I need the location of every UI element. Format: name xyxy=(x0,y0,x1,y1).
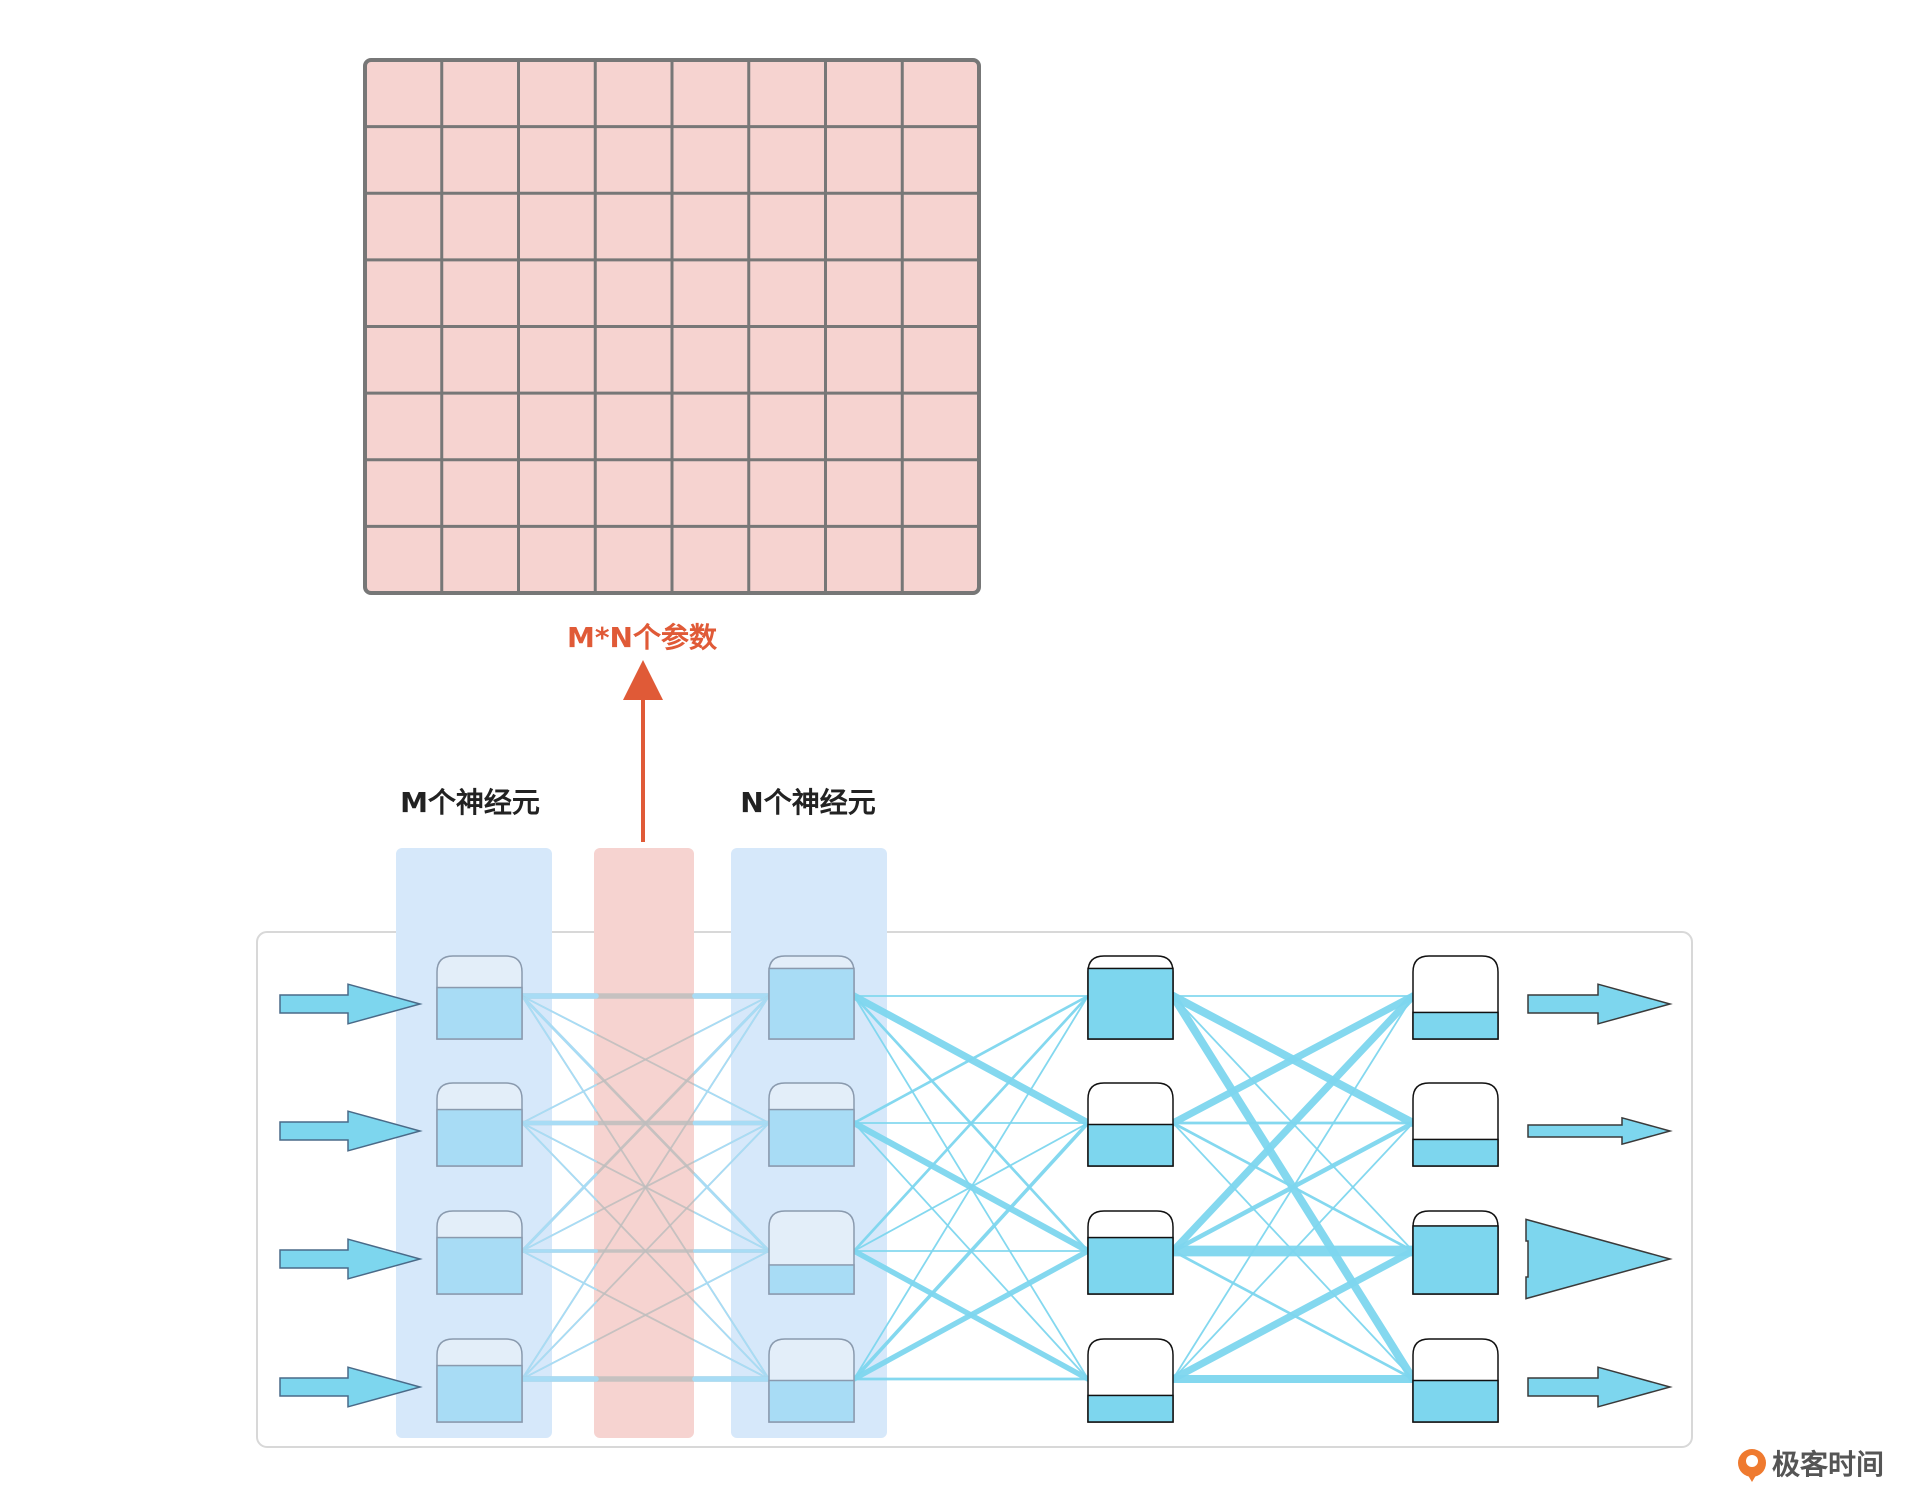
connection-line xyxy=(694,1339,770,1380)
connection-line xyxy=(1169,992,1417,1127)
connection-line xyxy=(851,1248,1091,1382)
connection-line xyxy=(1169,992,1417,1255)
neuron-activation-fill xyxy=(1412,1011,1499,1040)
input-arrow xyxy=(279,1366,423,1408)
connection-line xyxy=(521,1211,597,1252)
neuron-activation-fill xyxy=(768,1108,855,1167)
neuron-activation-fill xyxy=(1087,1236,1174,1295)
connection-line xyxy=(852,994,1090,1253)
logo-icon xyxy=(1738,1449,1766,1482)
neuron xyxy=(768,1210,855,1295)
connection-line xyxy=(521,1339,597,1380)
input-arrow xyxy=(279,1238,423,1280)
weights-highlight xyxy=(594,848,694,1438)
neuron xyxy=(1087,1082,1174,1167)
neuron xyxy=(436,1082,523,1167)
neuron-activation-fill xyxy=(1412,1138,1499,1167)
layer-n-label: N个神经元 xyxy=(740,786,875,819)
input-arrow xyxy=(279,983,423,1025)
connection-line xyxy=(694,1122,770,1201)
connection-line xyxy=(521,1263,597,1380)
neuron-activation-fill xyxy=(768,967,855,1040)
connection-line xyxy=(521,1301,597,1380)
neurons xyxy=(436,955,1499,1423)
neuron-activation-fill xyxy=(768,1379,855,1423)
brand-logo: 极客时间 xyxy=(1738,1448,1884,1482)
connection-line xyxy=(1169,1247,1417,1383)
neuron-activation-fill xyxy=(1087,1123,1174,1167)
neuron xyxy=(1412,1338,1499,1423)
connection-line xyxy=(521,995,597,1035)
param-count-label: M*N个参数 xyxy=(567,621,718,654)
connection-line xyxy=(520,1173,598,1253)
connection-line xyxy=(520,994,598,1074)
logo-text: 极客时间 xyxy=(1772,1448,1884,1481)
neuron xyxy=(768,1082,855,1167)
io-arrows xyxy=(279,983,1673,1408)
neuron-activation-fill xyxy=(1087,967,1174,1040)
neuron xyxy=(1412,955,1499,1040)
neuron-activation-fill xyxy=(436,986,523,1040)
neuron-activation-fill xyxy=(768,1264,855,1295)
connections xyxy=(519,991,1419,1384)
connection-line xyxy=(853,995,1089,1380)
neuron xyxy=(1412,1210,1499,1295)
neuron-activation-fill xyxy=(436,1364,523,1423)
connection-line xyxy=(694,1301,770,1380)
output-arrow xyxy=(1527,1366,1673,1408)
connection-line xyxy=(1172,995,1414,1380)
connection-line xyxy=(852,994,1090,1125)
neuron-activation-fill xyxy=(1087,1394,1174,1423)
neuron-activation-fill xyxy=(1412,1379,1499,1423)
neuron xyxy=(1087,955,1174,1040)
neuron xyxy=(1087,1210,1174,1295)
neuron-activation-fill xyxy=(436,1236,523,1295)
output-arrow xyxy=(1525,1218,1673,1300)
connection-line xyxy=(694,995,770,1035)
layer-m-label: M个神经元 xyxy=(400,786,540,819)
neuron xyxy=(1087,1338,1174,1423)
connection-line xyxy=(694,995,770,1112)
connection-line xyxy=(694,1211,770,1252)
connection-line xyxy=(852,1121,1090,1381)
neuron xyxy=(436,1210,523,1295)
connection-line xyxy=(521,1084,597,1124)
neuron xyxy=(768,1338,855,1423)
neuron xyxy=(768,955,855,1040)
neuron-activation-fill xyxy=(1412,1225,1499,1295)
connection-line xyxy=(694,1122,770,1163)
parameter-matrix xyxy=(363,58,981,595)
matrix-grid-lines xyxy=(365,60,979,593)
neuron xyxy=(436,1338,523,1423)
connection-line xyxy=(694,1250,770,1291)
output-arrow xyxy=(1527,983,1673,1025)
connection-line xyxy=(693,994,771,1074)
output-arrow xyxy=(1527,1116,1673,1146)
input-arrow xyxy=(279,1110,423,1152)
connection-line xyxy=(1172,1122,1414,1380)
neuron xyxy=(436,955,523,1040)
connection-line xyxy=(521,1122,597,1163)
neuron xyxy=(1412,1082,1499,1167)
neuron-activation-fill xyxy=(436,1108,523,1167)
